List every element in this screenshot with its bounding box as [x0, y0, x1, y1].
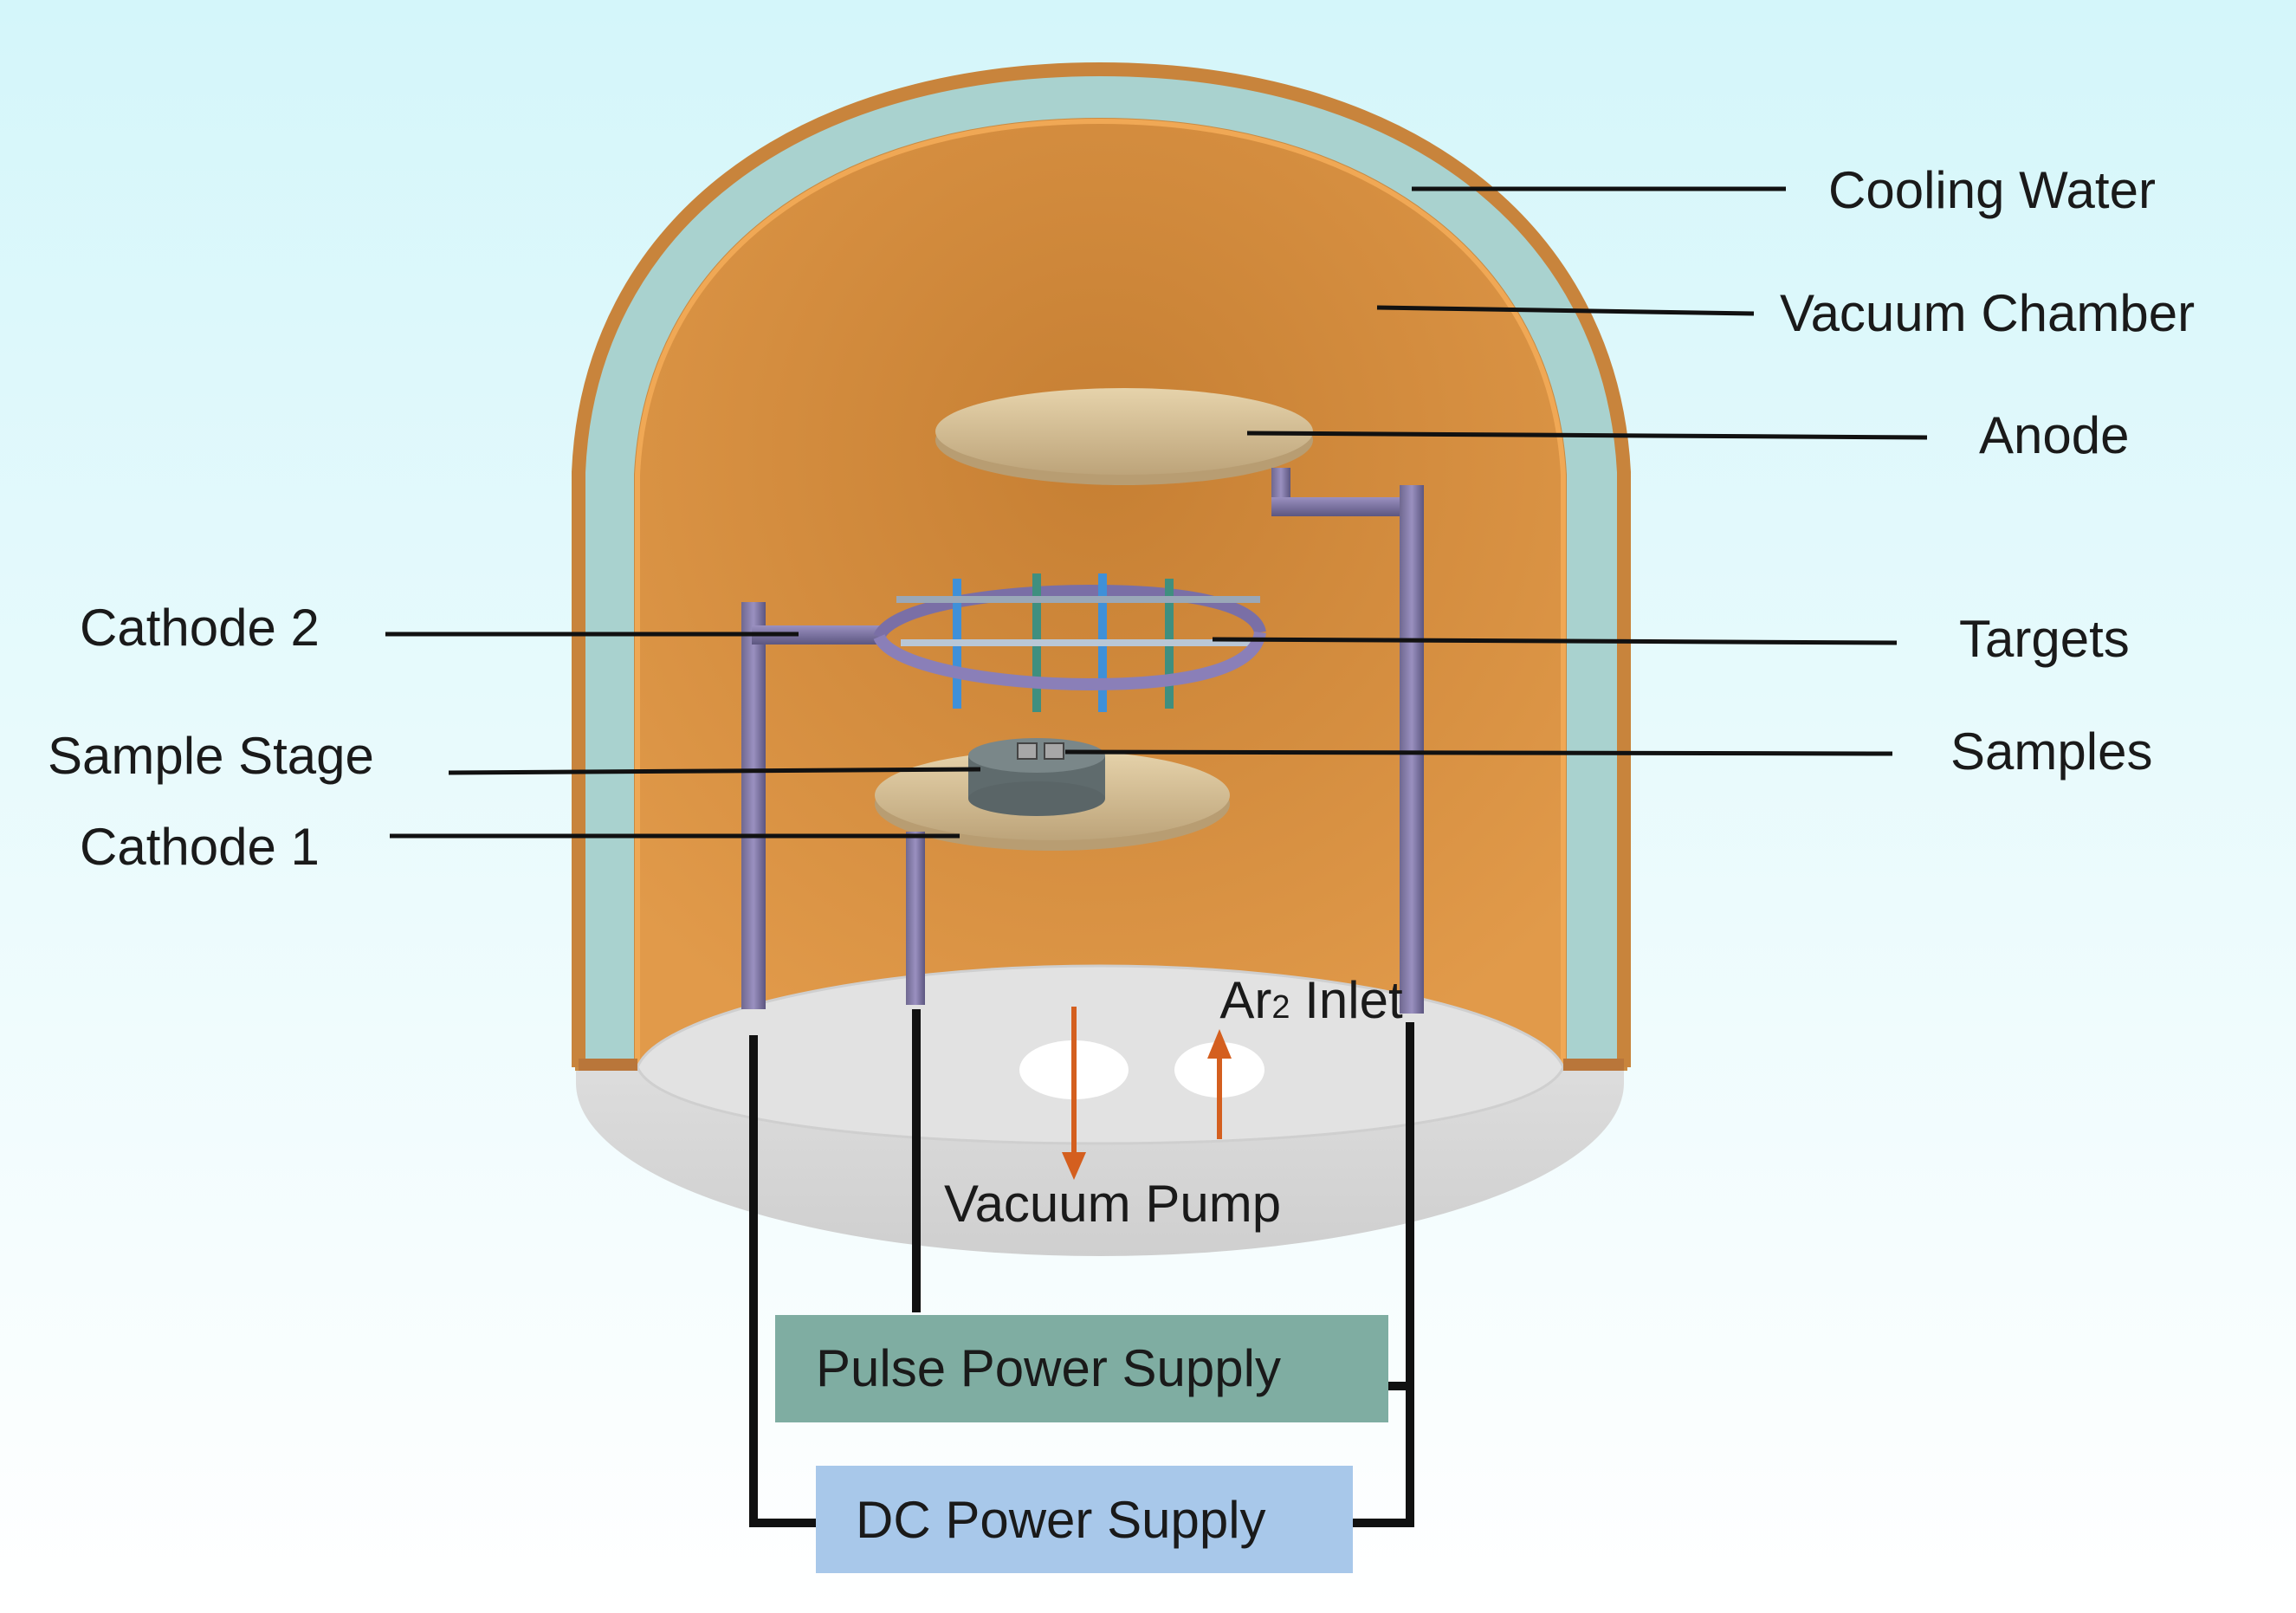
outer-shell [572, 62, 1631, 1067]
cathode-2-rod-horizontal [752, 625, 882, 645]
sample-stage-bottom [968, 781, 1105, 816]
leader-sample-stage [448, 767, 981, 775]
label-cathode-2: Cathode 2 [80, 599, 320, 657]
label-anode: Anode [1979, 406, 2130, 464]
rim-left [579, 1059, 637, 1071]
label-samples: Samples [1950, 722, 2152, 781]
wire-anode-to-supplies [1351, 1022, 1414, 1527]
target-crossbar [901, 639, 1251, 646]
sample [1017, 742, 1038, 760]
anode-rod-vertical [1400, 485, 1424, 1014]
label-sample-stage: Sample Stage [48, 727, 374, 785]
pulse-power-supply-box [775, 1315, 1388, 1422]
label-targets: Targets [1959, 610, 2130, 668]
sample [1044, 742, 1064, 760]
ar-inlet-arrow-head [1207, 1029, 1232, 1059]
wire-cathode-2-to-dc [749, 1035, 818, 1527]
label-cathode-1: Cathode 1 [80, 818, 320, 876]
target-ring-back [873, 584, 1266, 640]
label-ar-inlet: Ar2 Inlet [1122, 971, 1475, 1029]
target-ring-front [873, 631, 1266, 691]
target-crossbar [896, 596, 1260, 603]
label-ar-inlet-suffix: Inlet [1290, 971, 1403, 1029]
dc-power-supply-box [816, 1466, 1353, 1573]
leader-anode [1246, 431, 1928, 440]
anode-rod-horizontal [1271, 497, 1420, 516]
label-dc-power-supply: DC Power Supply [856, 1491, 1266, 1549]
leader-samples [1064, 749, 1893, 756]
label-pulse-power-supply: Pulse Power Supply [816, 1339, 1281, 1397]
leader-lines [385, 186, 1928, 839]
leader-vacuum-chamber [1376, 305, 1755, 316]
label-cooling-water: Cooling Water [1828, 161, 2156, 219]
label-ar-inlet-prefix: Ar [1219, 971, 1271, 1029]
label-vacuum-pump: Vacuum Pump [944, 1175, 1281, 1233]
cathode-2-rod-vertical [741, 602, 766, 1009]
cathode-1-rod [906, 832, 925, 1005]
label-ar-inlet-subscript: 2 [1271, 989, 1290, 1026]
vacuum-pump-arrow-head [1062, 1152, 1086, 1180]
flow-arrows [1062, 1007, 1232, 1180]
wiring [749, 1009, 1414, 1527]
anode-disc [935, 388, 1313, 475]
label-vacuum-chamber: Vacuum Chamber [1780, 284, 2195, 342]
leader-targets [1212, 637, 1898, 645]
rim-right [1563, 1059, 1624, 1071]
targets [896, 573, 1260, 712]
labels: Cooling Water Vacuum Chamber Anode Targe… [48, 161, 2195, 1549]
